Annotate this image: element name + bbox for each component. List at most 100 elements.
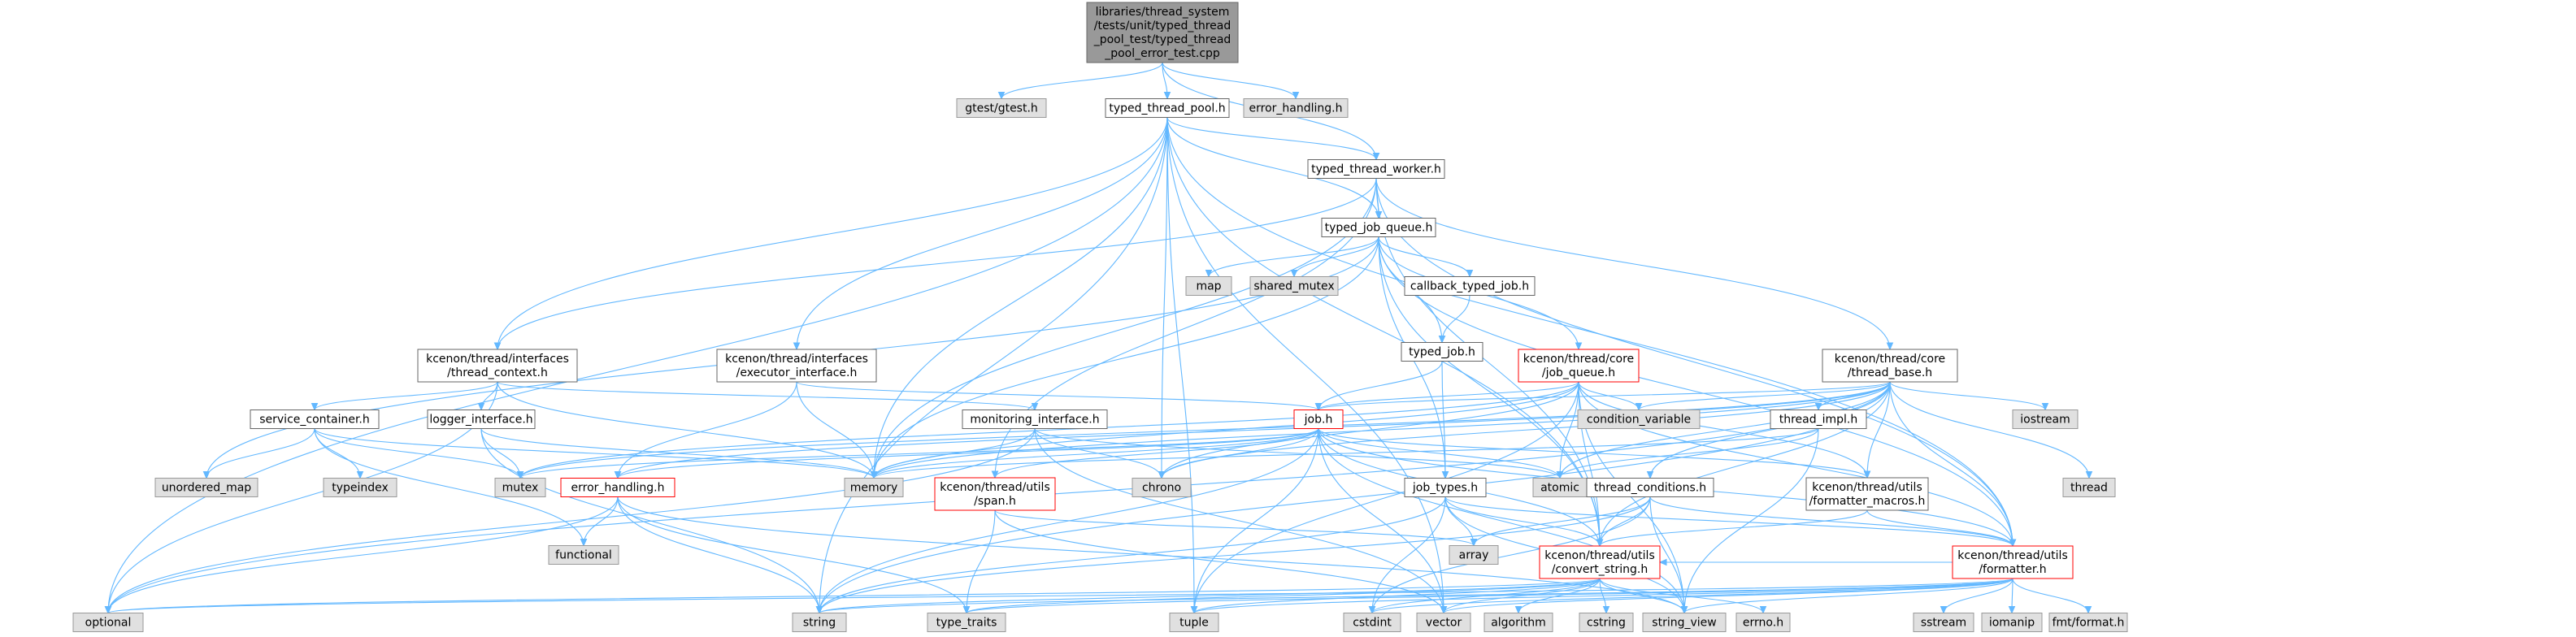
node-box xyxy=(1105,98,1230,118)
node-box xyxy=(427,410,536,429)
node-iomanip[interactable]: iomanip xyxy=(1981,613,2043,632)
node-label: condition_variable xyxy=(1587,414,1691,427)
node-memory[interactable]: memory xyxy=(844,478,904,497)
node-chrono[interactable]: chrono xyxy=(1132,478,1192,497)
node-errno[interactable]: errno.h xyxy=(1735,613,1791,632)
node-box xyxy=(1404,276,1536,296)
node-ttw[interactable]: typed_thread_worker.h xyxy=(1307,159,1445,179)
node-logi[interactable]: logger_interface.h xyxy=(427,410,536,429)
edge-errh-to-type_traits xyxy=(617,496,971,614)
node-tj[interactable]: typed_job.h xyxy=(1401,342,1483,362)
node-box xyxy=(1539,545,1661,579)
edge-tctx-to-logi xyxy=(477,381,498,411)
edge-fmt-to-type_traits xyxy=(962,578,2013,614)
node-tctx[interactable]: kcenon/thread/interfaces/thread_context.… xyxy=(417,349,578,383)
node-functional[interactable]: functional xyxy=(548,545,619,565)
node-atomic[interactable]: atomic xyxy=(1532,478,1588,497)
node-algorithm[interactable]: algorithm xyxy=(1483,613,1553,632)
node-iostream[interactable]: iostream xyxy=(2012,410,2079,429)
edge-ttp-to-chrono xyxy=(1158,117,1168,479)
node-cv[interactable]: condition_variable xyxy=(1577,410,1701,429)
node-shared_mutex[interactable]: shared_mutex xyxy=(1249,276,1339,296)
node-label: chrono xyxy=(1142,482,1181,495)
node-box xyxy=(1735,613,1791,632)
node-label: string_view xyxy=(1652,617,1716,630)
node-fmac[interactable]: kcenon/thread/utils/formatter_macros.h xyxy=(1805,477,1929,511)
node-label: cstdint xyxy=(1353,617,1392,630)
edge-job-to-atomic xyxy=(1318,428,1564,479)
edge-fmac-to-fmt xyxy=(1866,509,2017,548)
node-label: unordered_map xyxy=(162,482,251,495)
node-label: /formatter.h xyxy=(1979,563,2046,576)
edge-ttp-to-ttw xyxy=(1166,117,1380,161)
node-tjq[interactable]: typed_job_queue.h xyxy=(1321,218,1436,237)
node-gtest[interactable]: gtest/gtest.h xyxy=(956,98,1047,118)
node-box xyxy=(1770,410,1867,429)
node-umap[interactable]: unordered_map xyxy=(154,478,258,497)
node-fmt[interactable]: kcenon/thread/utils/formatter.h xyxy=(1952,545,2074,579)
node-span[interactable]: kcenon/thread/utils/span.h xyxy=(934,477,1056,511)
edge-tbase-to-errh xyxy=(614,381,1891,479)
node-timpl[interactable]: thread_impl.h xyxy=(1770,410,1867,429)
node-label: error_handling.h xyxy=(1249,102,1343,115)
node-string[interactable]: string xyxy=(792,613,847,632)
node-label: errno.h xyxy=(1743,617,1783,630)
node-label: string xyxy=(803,617,836,630)
node-ctj[interactable]: callback_typed_job.h xyxy=(1404,276,1536,296)
node-moni[interactable]: monitoring_interface.h xyxy=(962,410,1108,429)
node-array[interactable]: array xyxy=(1449,545,1499,565)
node-box xyxy=(1343,613,1401,632)
node-label: cstring xyxy=(1587,617,1626,630)
node-typeindex[interactable]: typeindex xyxy=(323,478,397,497)
edge-conv-to-optional xyxy=(104,578,1601,614)
node-sstream[interactable]: sstream xyxy=(1913,613,1974,632)
node-ttp[interactable]: typed_thread_pool.h xyxy=(1105,98,1230,118)
edge-tbase-to-thread xyxy=(1889,381,2093,479)
node-svc[interactable]: service_container.h xyxy=(250,410,380,429)
node-errh[interactable]: error_handling.h xyxy=(560,478,675,497)
node-label: type_traits xyxy=(936,617,997,630)
node-label: thread_conditions.h xyxy=(1594,482,1706,495)
node-string_view[interactable]: string_view xyxy=(1642,613,1727,632)
node-cjq[interactable]: kcenon/thread/core/job_queue.h xyxy=(1518,349,1640,383)
node-tbase[interactable]: kcenon/thread/core/thread_base.h xyxy=(1822,349,1958,383)
node-vector[interactable]: vector xyxy=(1416,613,1471,632)
node-label: kcenon/thread/utils xyxy=(1957,549,2068,562)
node-tuple[interactable]: tuple xyxy=(1169,613,1219,632)
node-box xyxy=(1642,613,1727,632)
node-map[interactable]: map xyxy=(1185,276,1232,296)
node-errh_sys[interactable]: error_handling.h xyxy=(1243,98,1349,118)
node-fmtformat[interactable]: fmt/format.h xyxy=(2048,613,2128,632)
node-label: vector xyxy=(1426,617,1462,630)
node-job[interactable]: job.h xyxy=(1293,410,1344,429)
edge-svc-to-umap xyxy=(202,428,315,479)
node-box xyxy=(1416,613,1471,632)
node-conv[interactable]: kcenon/thread/utils/convert_string.h xyxy=(1539,545,1661,579)
node-mutex[interactable]: mutex xyxy=(494,478,546,497)
edge-fmt-to-sstream xyxy=(1940,578,2013,614)
edge-fmt-to-string_view xyxy=(1680,578,2013,614)
node-label: typed_thread_pool.h xyxy=(1109,102,1225,115)
edge-job-to-mutex xyxy=(516,428,1319,479)
edge-ttp-to-tuple xyxy=(1166,117,1198,614)
node-tcond[interactable]: thread_conditions.h xyxy=(1586,478,1714,497)
edge-fmt-to-tuple xyxy=(1190,578,2013,614)
node-cstring[interactable]: cstring xyxy=(1579,613,1634,632)
node-optional[interactable]: optional xyxy=(72,613,144,632)
node-label: /thread_context.h xyxy=(447,366,548,379)
node-cstdint[interactable]: cstdint xyxy=(1343,613,1401,632)
node-box xyxy=(1483,613,1553,632)
node-exi[interactable]: kcenon/thread/interfaces/executor_interf… xyxy=(716,349,877,383)
node-box xyxy=(494,478,546,497)
edge-timpl-to-string_view xyxy=(1680,428,1819,614)
node-box xyxy=(1577,410,1701,429)
edge-tbase-to-tcond xyxy=(1646,381,1891,479)
edge-tj-to-jtypes xyxy=(1441,361,1449,479)
edge-logi-to-memory xyxy=(480,428,878,479)
node-box xyxy=(2048,613,2128,632)
node-thread[interactable]: thread xyxy=(2062,478,2116,497)
node-box xyxy=(1518,349,1640,383)
node-type_traits[interactable]: type_traits xyxy=(927,613,1006,632)
node-label: kcenon/thread/interfaces xyxy=(725,353,868,366)
node-jtypes[interactable]: job_types.h xyxy=(1404,478,1487,497)
